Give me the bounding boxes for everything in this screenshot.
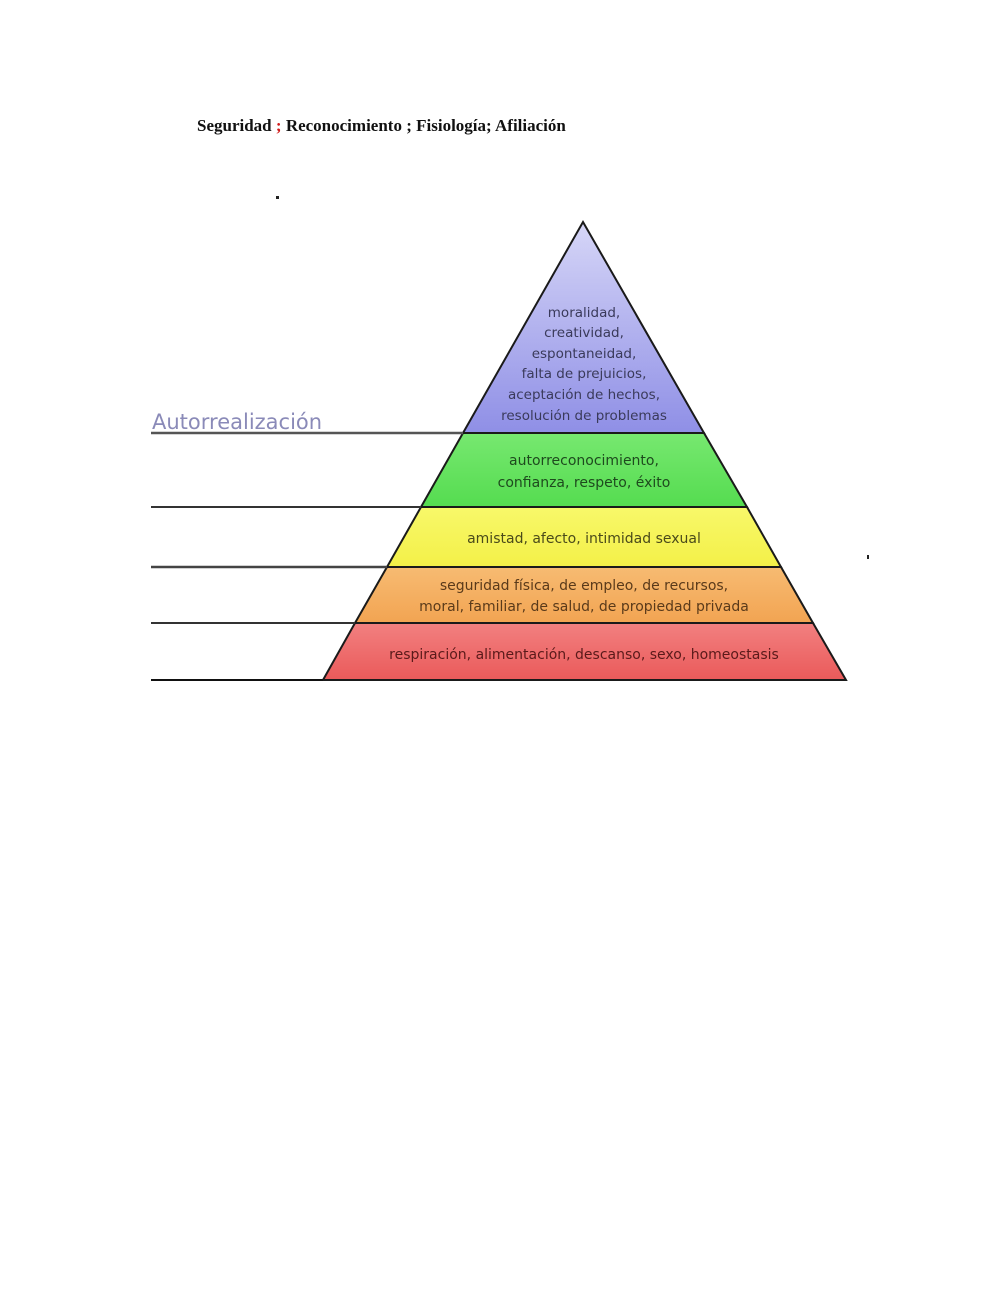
svg-text:amistad, afecto, intimidad sex: amistad, afecto, intimidad sexual <box>467 531 701 547</box>
level-afiliacion: amistad, afecto, intimidad sexual <box>385 506 783 568</box>
level-autorrealizacion: moralidad, creatividad, espontaneidad, f… <box>461 219 706 434</box>
level-reconocimiento: autorreconocimiento, confianza, respeto,… <box>419 432 749 508</box>
separator: ; <box>486 116 496 135</box>
svg-text:confianza, respeto, éxito: confianza, respeto, éxito <box>498 475 671 491</box>
svg-text:aceptación de hechos,: aceptación de hechos, <box>508 387 660 403</box>
svg-text:falta de prejuicios,: falta de prejuicios, <box>522 366 647 382</box>
maslow-pyramid: moralidad, creatividad, espontaneidad, f… <box>151 219 848 681</box>
svg-text:autorreconocimiento,: autorreconocimiento, <box>509 453 659 469</box>
separator: ; <box>271 116 286 135</box>
svg-text:seguridad física, de empleo, d: seguridad física, de empleo, de recursos… <box>440 578 728 594</box>
svg-text:moral, familiar, de salud, de: moral, familiar, de salud, de propiedad … <box>419 599 749 615</box>
separator: ; <box>401 116 417 135</box>
level-seguridad: seguridad física, de empleo, de recursos… <box>353 566 815 624</box>
svg-text:espontaneidad,: espontaneidad, <box>532 346 637 362</box>
autorrealizacion-label: Autorrealización <box>152 410 322 434</box>
option-reconocimiento: Reconocimiento <box>285 116 402 135</box>
svg-text:moralidad,: moralidad, <box>548 305 620 321</box>
level-fisiologia: respiración, alimentación, descanso, sex… <box>321 622 848 681</box>
answer-options-header: Seguridad ; Reconocimiento ; Fisiología;… <box>197 116 566 136</box>
svg-text:creatividad,: creatividad, <box>544 325 624 341</box>
option-fisiologia: Fisiología <box>416 116 487 135</box>
svg-text:resolución de problemas: resolución de problemas <box>501 408 667 424</box>
stray-dot <box>276 196 279 199</box>
svg-text:respiración, alimentación, des: respiración, alimentación, descanso, sex… <box>389 647 779 663</box>
stray-dot <box>867 555 869 559</box>
option-seguridad: Seguridad <box>197 116 272 135</box>
option-afiliacion: Afiliación <box>495 116 566 135</box>
